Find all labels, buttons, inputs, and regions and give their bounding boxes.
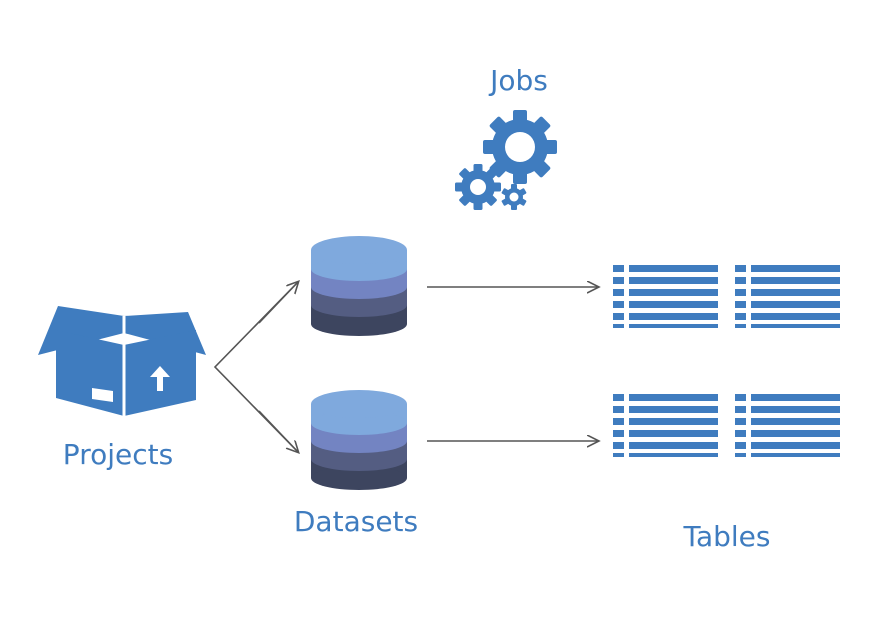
projects-label: Projects [62, 438, 174, 471]
box-label [92, 388, 113, 402]
table-icon-bottom-left [613, 394, 718, 457]
box-icon [38, 306, 206, 416]
medium-gear-icon [455, 164, 501, 210]
arrows [213, 281, 598, 453]
tables-label: Tables [683, 520, 771, 553]
box-front-left [56, 330, 124, 416]
table-icon-top-right [735, 265, 840, 328]
table-icon-bottom-right [735, 394, 840, 457]
database-icon-bottom [311, 390, 407, 490]
jobs-label: Jobs [490, 64, 548, 97]
arrow-to-dataset-top [258, 282, 298, 324]
small-gear-icon [501, 184, 527, 210]
up-arrow-icon [150, 366, 170, 391]
table-icon-top-left [613, 265, 718, 328]
arrow-to-dataset-bottom [258, 410, 298, 452]
projects-split-lines [213, 281, 299, 453]
gears-icon [455, 110, 557, 210]
database-icon-top [311, 236, 407, 336]
datasets-label: Datasets [293, 505, 419, 538]
